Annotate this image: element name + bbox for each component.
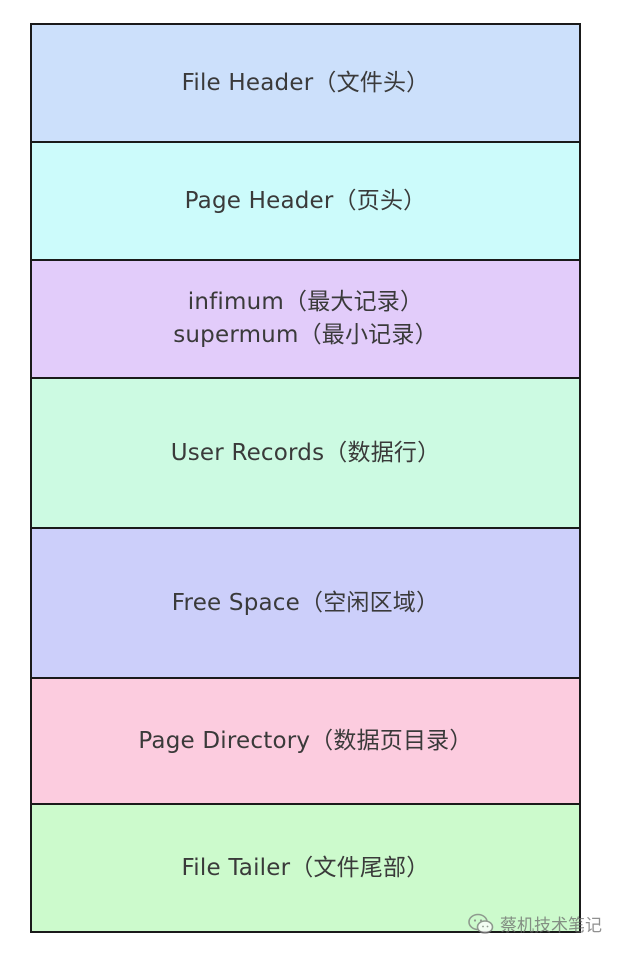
page-structure-stack: File Header（文件头） Page Header（页头） infimum… — [30, 23, 581, 933]
block-page-header: Page Header（页头） — [32, 143, 579, 261]
block-label: Page Header（页头） — [184, 187, 427, 214]
block-label: File Tailer（文件尾部） — [181, 854, 430, 881]
block-infimum-supremum: infimum（最大记录） supermum（最小记录） — [32, 261, 579, 379]
block-user-records: User Records（数据行） — [32, 379, 579, 529]
watermark-text: 蔡机技术笔记 — [500, 916, 602, 936]
block-file-tailer: File Tailer（文件尾部） — [32, 805, 579, 931]
block-label: Free Space（空闲区域） — [171, 589, 440, 616]
block-label-line-1: infimum（最大记录） — [187, 289, 424, 315]
block-label-line-2: supermum（最小记录） — [173, 322, 438, 348]
wechat-icon — [468, 913, 494, 935]
watermark: 蔡机技术笔记 — [468, 911, 602, 936]
block-file-header: File Header（文件头） — [32, 25, 579, 143]
block-label: User Records（数据行） — [170, 439, 441, 466]
block-label: File Header（文件头） — [181, 69, 430, 96]
block-label: Page Directory（数据页目录） — [138, 727, 473, 754]
block-page-directory: Page Directory（数据页目录） — [32, 679, 579, 805]
block-free-space: Free Space（空闲区域） — [32, 529, 579, 679]
